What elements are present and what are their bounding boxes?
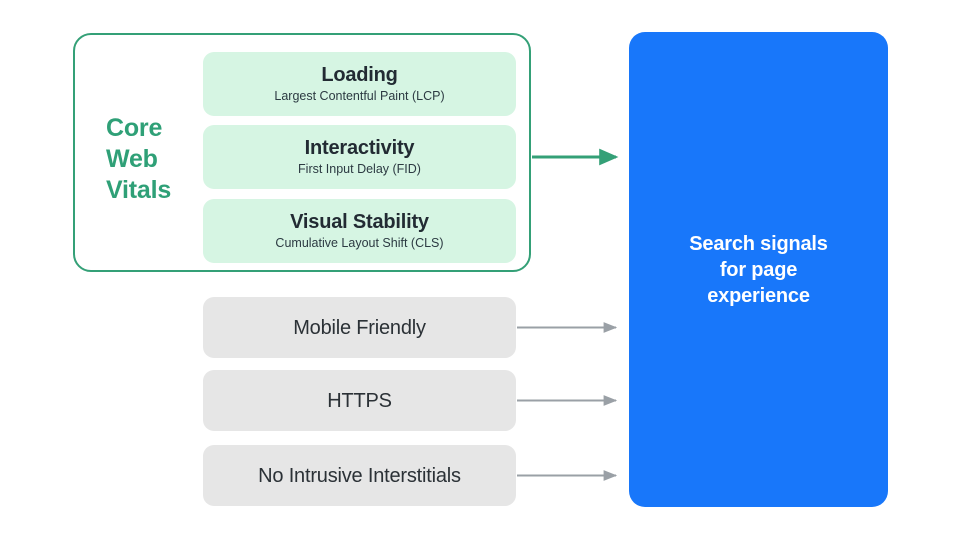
metric-title: Interactivity <box>304 136 415 159</box>
signal-card-mobile-friendly[interactable]: Mobile Friendly <box>203 297 516 358</box>
signal-card-https[interactable]: HTTPS <box>203 370 516 431</box>
metric-title: Loading <box>321 63 398 86</box>
metric-title: Visual Stability <box>290 210 429 233</box>
search-signals-panel-label: Search signals for page experience <box>689 232 828 307</box>
core-web-vitals-label: Core Web Vitals <box>106 114 172 204</box>
search-signals-panel[interactable]: Search signals for page experience <box>629 32 888 507</box>
signal-label: Mobile Friendly <box>293 316 426 339</box>
metric-card-interactivity[interactable]: Interactivity First Input Delay (FID) <box>203 125 516 189</box>
metric-subtitle: Largest Contentful Paint (LCP) <box>274 88 445 103</box>
core-web-vitals-group <box>73 33 531 272</box>
metric-card-loading[interactable]: Loading Largest Contentful Paint (LCP) <box>203 52 516 116</box>
signal-card-no-intrusive-interstitials[interactable]: No Intrusive Interstitials <box>203 445 516 506</box>
signal-label: HTTPS <box>327 389 392 412</box>
metric-subtitle: Cumulative Layout Shift (CLS) <box>275 235 444 250</box>
metric-subtitle: First Input Delay (FID) <box>298 161 421 176</box>
signal-label: No Intrusive Interstitials <box>258 464 461 487</box>
metric-card-visual-stability[interactable]: Visual Stability Cumulative Layout Shift… <box>203 199 516 263</box>
